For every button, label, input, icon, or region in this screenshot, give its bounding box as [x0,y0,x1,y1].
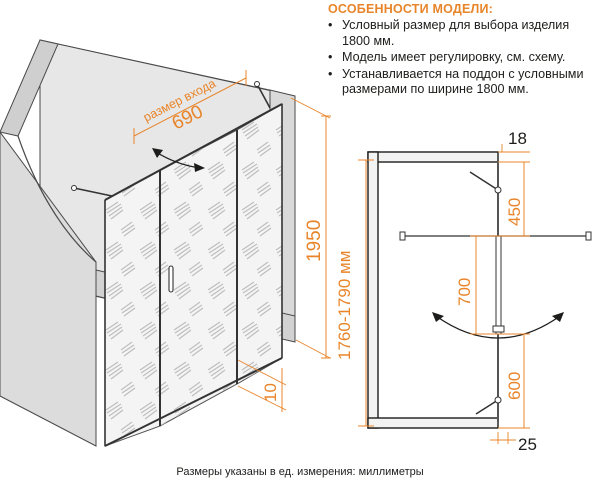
plan-handle-right [585,231,592,241]
plan-door-leaf [495,235,502,335]
feature-item: Устанавливается на поддон с условными ра… [328,67,598,98]
adjust-range: 1760-1790 мм [335,251,354,360]
enclosure-perspective [0,39,331,447]
plan-arc-head-left [432,312,444,322]
plan-wall-top [367,151,499,163]
feature-item: Модель имеет регулировку, см. схему. [328,50,598,66]
plan-bar-bottom-joint [494,396,502,404]
gap-ext-top [237,359,287,386]
ceiling-edge [57,43,271,91]
height-ext-top [290,97,331,119]
frost-overlay-door [160,130,237,426]
plan-lower-dim-label: 600 [505,372,524,400]
features-panel: ОСОБЕННОСТИ МОДЕЛИ: Условный размер для … [318,2,598,99]
frost-overlay-right [237,104,282,384]
left-stabilizer-bar [73,187,113,197]
feature-item: Условный размер для выбора изделия 1800 … [328,18,598,49]
height-value: 1950 [304,220,325,262]
plan-door-dim-label: 700 [455,278,474,306]
left-wall-front [0,131,97,447]
plan-wall-bottom [367,417,499,429]
plan-arc-head-right [552,312,564,322]
left-wall-curve [17,135,97,263]
arrow-head-left [152,148,163,158]
plan-bar-top [469,171,499,191]
left-bar-mount [71,185,77,191]
plan-wall-left [367,151,379,429]
bottom-gap: 10 [261,383,280,402]
right-bar-mount [254,81,260,87]
plan-swing-arc [435,315,561,339]
units-footnote: Размеры указаны в ед. измерения: миллиме… [176,466,424,478]
top-profile [104,103,283,201]
plan-door-stop [492,325,505,333]
plan-bar-top-joint [494,186,502,194]
features-title: ОСОБЕННОСТИ МОДЕЛИ: [328,2,493,16]
entrance-dim-line [133,77,247,137]
arrow-head-right [194,163,205,172]
plan-top-offset: 18 [508,129,527,148]
height-ext-bottom [295,339,331,359]
plan-handle-left [399,231,406,241]
plan-view [358,144,592,444]
plan-upper-dim-label: 450 [505,198,524,226]
gap-ext-bottom [237,385,287,411]
right-stabilizer-bar [256,83,271,109]
bottom-profile [104,357,283,447]
frost-overlay-left [105,170,160,446]
features-list: Условный размер для выбора изделия 1800 … [318,18,598,98]
plan-bottom-offset: 25 [518,435,537,454]
door-handle [168,265,174,293]
plan-bar-bottom [475,399,499,415]
